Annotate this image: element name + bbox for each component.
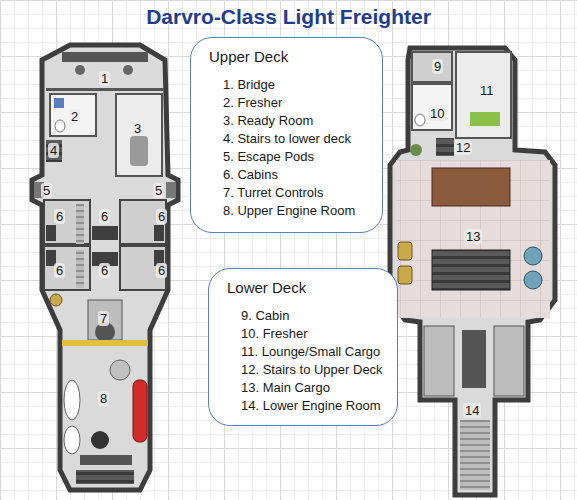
upper-deck-hull-detail	[64, 426, 80, 454]
lower-deck-hull-detail	[456, 52, 511, 138]
room-list-item: 2. Fresher	[209, 94, 370, 112]
lower-deck-hull-detail	[398, 242, 412, 260]
upper-deck-hull-detail	[46, 88, 164, 91]
callout-number: 6	[54, 263, 65, 278]
upper-deck-hull-detail	[154, 225, 164, 241]
upper-deck-hull-detail	[116, 94, 162, 176]
room-list-item: 9. Cabin	[227, 307, 385, 325]
lower-deck-hull-detail	[390, 48, 555, 495]
upper-deck-hull-detail	[75, 65, 85, 75]
room-list-item: 12. Stairs to Upper Deck	[227, 361, 385, 379]
callout-number: 6	[54, 209, 65, 224]
callout-number: 9	[432, 59, 443, 74]
lower-deck-hull-detail	[524, 271, 542, 289]
lower-deck-hull-detail	[432, 250, 510, 290]
callout-number: 13	[464, 229, 482, 244]
upper-deck-hull-detail	[76, 250, 84, 288]
deck-key-box: Lower Deck 9. Cabin10. Fresher11. Lounge/…	[208, 268, 398, 426]
callout-number: 12	[454, 140, 472, 155]
room-list-item: 1. Bridge	[209, 76, 370, 94]
upper-deck-hull-detail	[32, 45, 178, 490]
upper-deck-hull-detail	[62, 52, 148, 62]
lower-deck-hull-detail	[412, 84, 452, 130]
upper-deck-hull-detail	[62, 340, 148, 346]
callout-number: 11	[478, 83, 496, 98]
upper-deck-hull-detail	[64, 380, 80, 420]
room-list-item: 11. Lounge/Small Cargo	[227, 343, 385, 361]
room-list-item: 3. Ready Room	[209, 112, 370, 130]
room-list-item: 10. Fresher	[227, 325, 385, 343]
callout-number: 6	[99, 263, 110, 278]
lower-deck-hull-detail	[470, 112, 500, 126]
callout-number: 7	[98, 311, 109, 326]
upper-deck-hull-detail	[46, 140, 62, 162]
upper-deck-hull-detail	[46, 225, 56, 241]
upper-deck-hull-detail	[166, 182, 176, 198]
upper-deck-hull-detail	[80, 455, 132, 465]
upper-deck-hull	[32, 45, 178, 490]
lower-deck-hull-detail	[436, 138, 454, 156]
room-list-item: 7. Turret Controls	[209, 184, 370, 202]
upper-deck-hull-detail	[120, 243, 166, 247]
room-list-item: 14. Lower Engine Room	[227, 397, 385, 415]
room-list-item: 8. Upper Engine Room	[209, 202, 370, 220]
lower-deck-hull-detail	[462, 330, 486, 388]
upper-deck-hull-detail	[130, 136, 148, 166]
lower-deck-hull	[390, 48, 555, 495]
upper-deck-hull-detail	[55, 120, 65, 132]
lower-deck-hull-detail	[415, 114, 425, 126]
upper-deck-hull-detail	[133, 380, 147, 442]
callout-number: 4	[48, 143, 59, 158]
callout-number: 10	[428, 106, 446, 121]
lower-deck-hull-detail	[424, 326, 454, 396]
room-list-item: 13. Main Cargo	[227, 379, 385, 397]
lower-deck-hull-detail	[432, 168, 510, 206]
callout-number: 5	[41, 183, 52, 198]
deck-key-box: Upper Deck 1. Bridge2. Fresher3. Ready Ro…	[190, 37, 383, 233]
diagram-title: Darvro-Class Light Freighter	[0, 5, 577, 29]
room-list-item: 5. Escape Pods	[209, 148, 370, 166]
deck-heading: Upper Deck	[209, 48, 370, 65]
upper-deck-hull-detail	[44, 200, 90, 290]
callout-number: 5	[153, 183, 164, 198]
callout-number: 3	[132, 121, 143, 136]
upper-deck-hull-detail	[50, 94, 96, 136]
upper-deck-hull-detail	[91, 431, 109, 449]
lower-deck-hull-detail	[410, 144, 422, 156]
callout-number: 6	[156, 209, 167, 224]
upper-deck-hull-detail	[50, 294, 62, 306]
callout-number: 8	[98, 391, 109, 406]
deck-heading: Lower Deck	[227, 279, 385, 296]
callout-number: 14	[463, 403, 481, 418]
lower-deck-hull-detail	[412, 52, 452, 82]
lower-deck-hull-detail	[396, 160, 550, 318]
room-list-item: 6. Cabins	[209, 166, 370, 184]
callout-number: 1	[99, 71, 110, 86]
callout-number: 2	[69, 109, 80, 124]
upper-deck-hull-detail	[54, 98, 64, 108]
upper-deck-hull-detail	[123, 65, 133, 75]
lower-deck-hull-detail	[494, 326, 524, 396]
callout-number: 6	[156, 263, 167, 278]
callout-number: 6	[99, 209, 110, 224]
room-list-item: 4. Stairs to lower deck	[209, 130, 370, 148]
upper-deck-hull-detail	[76, 204, 84, 244]
lower-deck-hull-detail	[460, 420, 490, 490]
lower-deck-hull-detail	[524, 247, 542, 265]
lower-deck-hull-detail	[398, 266, 412, 284]
upper-deck-hull-detail	[92, 226, 118, 240]
upper-deck-hull-detail	[76, 470, 134, 484]
upper-deck-hull-detail	[110, 360, 130, 380]
